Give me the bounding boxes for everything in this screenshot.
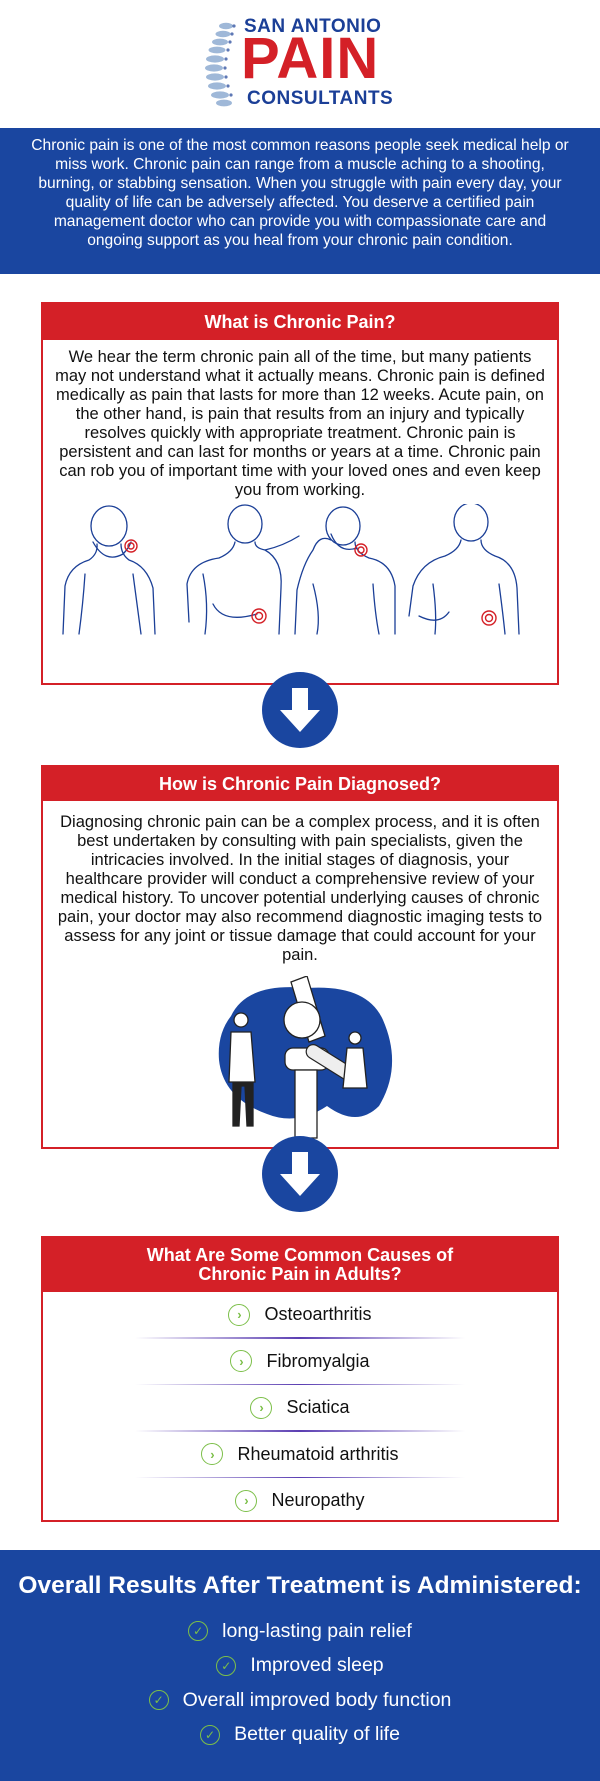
divider xyxy=(135,1476,465,1478)
logo-line-3: CONSULTANTS xyxy=(247,88,394,109)
divider xyxy=(135,1337,465,1339)
chevron-right-icon: › xyxy=(235,1489,258,1512)
result-label: Overall improved body function xyxy=(182,1688,452,1711)
down-arrow-icon xyxy=(262,1136,338,1212)
down-arrow-icon xyxy=(262,672,338,748)
list-item: ✓ Improved sleep xyxy=(0,1649,600,1684)
list-item: › Osteoarthritis xyxy=(43,1292,557,1337)
back-pain-illustration xyxy=(62,504,520,635)
section3-title-line1: What Are Some Common Causes of xyxy=(146,1245,454,1265)
check-icon: ✓ xyxy=(148,1690,169,1711)
list-item: ✓ long-lasting pain relief xyxy=(0,1614,600,1649)
intro-banner: Chronic pain is one of the most common r… xyxy=(0,128,600,274)
logo-line-1: SAN ANTONIO xyxy=(244,16,382,37)
result-label: Improved sleep xyxy=(250,1654,384,1677)
chevron-right-icon: › xyxy=(201,1443,224,1465)
list-item: › Fibromyalgia xyxy=(43,1339,557,1384)
cause-label: Sciatica xyxy=(286,1397,350,1417)
check-icon: ✓ xyxy=(188,1621,209,1642)
intro-text: Chronic pain is one of the most common r… xyxy=(31,137,569,249)
results-list: ✓ long-lasting pain relief ✓ Improved slee… xyxy=(0,1614,600,1752)
section1-title: What is Chronic Pain? xyxy=(43,304,557,340)
section2-title: How is Chronic Pain Diagnosed? xyxy=(43,767,557,801)
chevron-right-icon: › xyxy=(230,1350,253,1372)
divider xyxy=(135,1430,465,1432)
cause-label: Osteoarthritis xyxy=(264,1304,372,1324)
section2-body: Diagnosing chronic pain can be a complex… xyxy=(57,813,543,964)
cause-label: Rheumatoid arthritis xyxy=(237,1443,399,1464)
divider xyxy=(135,1383,465,1385)
check-icon: ✓ xyxy=(216,1655,237,1676)
list-item: › Neuropathy xyxy=(43,1478,557,1523)
section-how-diagnosed: How is Chronic Pain Diagnosed? Diagnosin… xyxy=(41,765,559,1149)
diagnosis-illustration xyxy=(218,976,393,1139)
result-label: long-lasting pain relief xyxy=(222,1619,412,1642)
logo-line-2: PAIN xyxy=(241,26,380,91)
cause-label: Neuropathy xyxy=(271,1490,365,1510)
list-item: ✓ Better quality of life xyxy=(0,1718,600,1753)
list-item: › Rheumatoid arthritis xyxy=(43,1432,557,1477)
results-title: Overall Results After Treatment is Admin… xyxy=(18,1572,582,1599)
spine-icon xyxy=(205,22,236,107)
section3-title-line2: Chronic Pain in Adults? xyxy=(198,1264,402,1284)
section-what-is-chronic-pain: What is Chronic Pain? We hear the term c… xyxy=(41,302,559,685)
cause-label: Fibromyalgia xyxy=(266,1350,370,1371)
result-label: Better quality of life xyxy=(234,1723,400,1746)
logo: SAN ANTONIO PAIN CONSULTANTS xyxy=(0,0,600,128)
check-icon: ✓ xyxy=(200,1724,221,1745)
section-common-causes: What Are Some Common Causes of Chronic P… xyxy=(41,1236,559,1522)
list-item: ✓ Overall improved body function xyxy=(0,1683,600,1718)
chevron-right-icon: › xyxy=(228,1303,251,1326)
chevron-right-icon: › xyxy=(250,1396,273,1419)
results-section: Overall Results After Treatment is Admin… xyxy=(0,1550,600,1781)
list-item: › Sciatica xyxy=(43,1385,557,1430)
section3-title: What Are Some Common Causes of Chronic P… xyxy=(43,1238,557,1292)
causes-list: ›Osteoarthritis ›Fibromyalgia ›Sciatica … xyxy=(43,1292,557,1523)
section1-body: We hear the term chronic pain all of the… xyxy=(55,348,545,499)
